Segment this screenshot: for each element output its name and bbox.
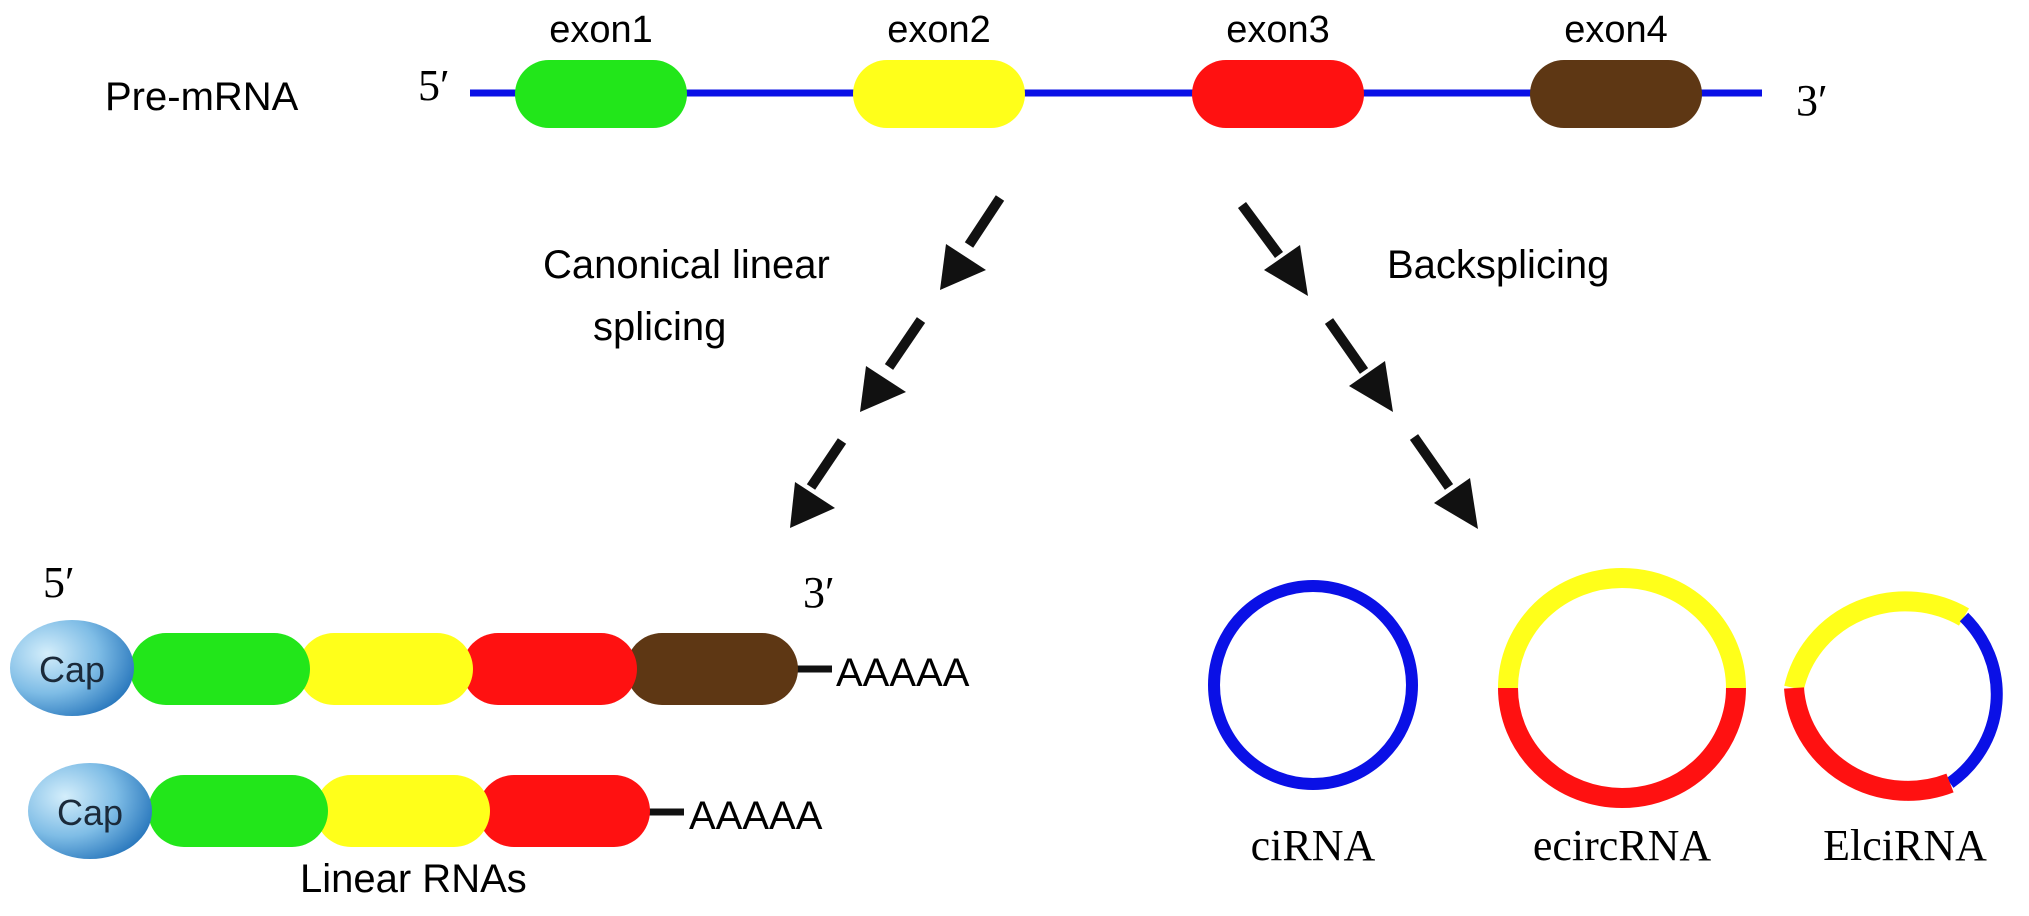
pre-mrna-three-prime: 3′ xyxy=(1796,76,1828,125)
linear-exon1 xyxy=(130,633,310,705)
pre-exon4 xyxy=(1530,60,1702,128)
linear-exon3 xyxy=(462,633,637,705)
exon4-label: exon4 xyxy=(1564,9,1668,51)
pre-exon2 xyxy=(853,60,1025,128)
pre-mrna-label: Pre-mRNA xyxy=(105,75,299,119)
linear-exon2 xyxy=(315,775,490,847)
linear-rna-row-1: Cap AAAAA xyxy=(10,620,970,716)
cap-label: Cap xyxy=(39,649,105,690)
canonical-splicing-label-line1: Canonical linear xyxy=(543,243,830,287)
linear-three-prime: 3′ xyxy=(803,568,835,617)
elcirna-label: ElciRNA xyxy=(1823,821,1987,870)
pre-mrna: Pre-mRNA 5′ 3′ exon1 exon2 exon3 exon4 xyxy=(105,9,1828,128)
cap-label: Cap xyxy=(57,792,123,833)
polya-tail: AAAAA xyxy=(689,794,823,838)
linear-five-prime: 5′ xyxy=(43,558,75,607)
backsplicing-label: Backsplicing xyxy=(1387,243,1609,287)
linear-exon1 xyxy=(148,775,328,847)
linear-rnas-caption: Linear RNAs xyxy=(300,857,527,901)
linear-exon4 xyxy=(626,633,798,705)
exon2-label: exon2 xyxy=(887,9,991,51)
ecircrna-circle xyxy=(1498,568,1746,808)
ecircrna-label: ecircRNA xyxy=(1533,821,1712,870)
canonical-splicing-label-line2: splicing xyxy=(593,305,726,349)
linear-rnas: 5′ 3′ Cap AAAAA Cap AAAAA Linear RNAs xyxy=(10,558,970,901)
cirna-label: ciRNA xyxy=(1251,821,1376,870)
linear-rna-row-2: Cap AAAAA xyxy=(28,763,823,859)
pre-exon1 xyxy=(515,60,687,128)
exon1-label: exon1 xyxy=(549,9,653,51)
linear-exon3 xyxy=(478,775,650,847)
elcirna-circle xyxy=(1784,591,2003,801)
canonical-splicing-arrow xyxy=(790,195,1005,528)
pre-mrna-five-prime: 5′ xyxy=(418,61,450,110)
cap-icon xyxy=(10,620,134,716)
polya-tail: AAAAA xyxy=(836,651,970,695)
cirna-circle xyxy=(1208,580,1418,790)
linear-exon2 xyxy=(298,633,473,705)
exon3-label: exon3 xyxy=(1226,9,1330,51)
cap-icon xyxy=(28,763,152,859)
circular-rnas: ciRNA ecircRNA ElciRNA xyxy=(1208,568,2003,870)
pre-exon3 xyxy=(1192,60,1364,128)
backsplicing-arrow xyxy=(1237,202,1478,529)
